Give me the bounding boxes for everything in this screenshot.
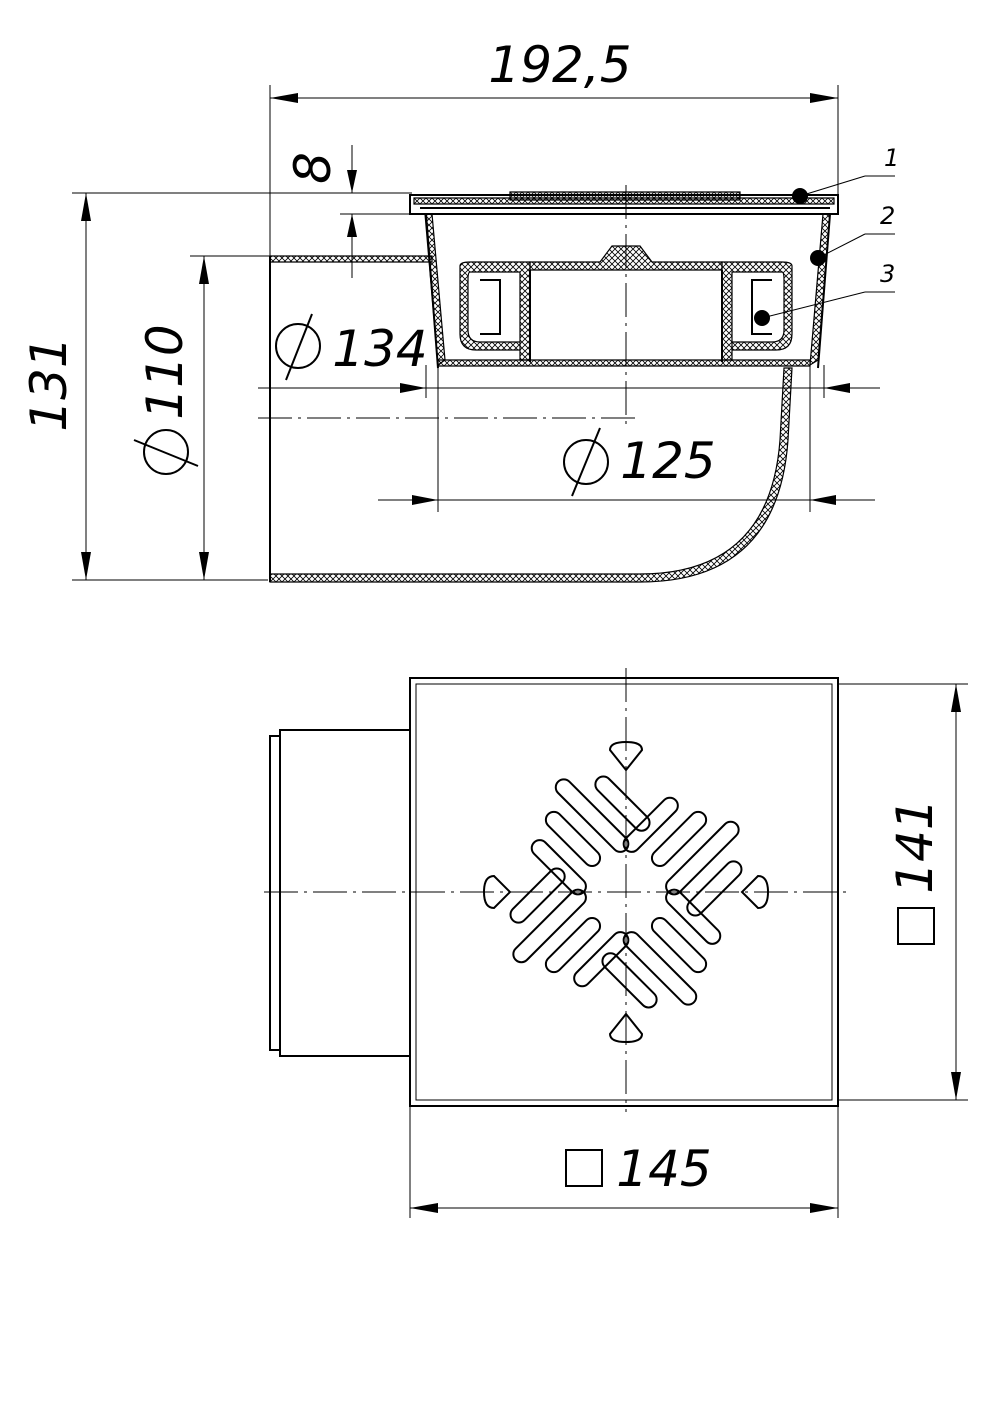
top-view: 141 145	[264, 668, 968, 1218]
dim-frame-lines	[838, 683, 968, 1101]
square-symbol-141	[897, 907, 935, 945]
dim-frame-size: 141	[886, 798, 944, 893]
square-symbol-145	[565, 1149, 603, 1187]
dim-outer-size: 145	[616, 1140, 711, 1198]
slots-bottom-left	[509, 867, 630, 988]
outlet-pipe-section	[269, 255, 793, 583]
center-lines	[258, 185, 640, 425]
dim-outer-lines	[409, 1106, 839, 1218]
dim-overall-length: 192,5	[488, 36, 631, 94]
slots-top-right	[622, 796, 743, 917]
trap-insert-section	[459, 245, 793, 362]
dim-trap-diameter: 125	[620, 432, 715, 490]
grate-section	[409, 191, 839, 215]
leader-dot-2	[810, 250, 826, 266]
diameter-symbol-110	[143, 429, 189, 475]
diameter-symbols	[133, 313, 609, 497]
leader-dot-3	[754, 310, 770, 326]
leader-label-3: 3	[880, 260, 895, 288]
dim-height: 131	[20, 336, 78, 431]
diameter-symbol-134	[275, 323, 321, 369]
dimension-lines	[81, 93, 870, 580]
body-section	[424, 213, 831, 369]
dim-outlet-diameter: 110	[136, 324, 194, 419]
leader-label-1: 1	[884, 144, 899, 172]
top-center-lines	[264, 668, 850, 1112]
tear-slots	[482, 740, 770, 1044]
leader-lines	[754, 175, 895, 326]
side-section-view: 192,5 8 131 110 134 125 1 2 3	[20, 36, 899, 583]
diameter-symbol-125	[563, 439, 609, 485]
dim-body-diameter: 134	[332, 320, 427, 378]
outlet-pipe-top	[269, 729, 410, 1057]
leader-dot-1	[792, 188, 808, 204]
dim-grate-offset: 8	[284, 152, 342, 184]
slots-bottom-right	[601, 888, 722, 1009]
grate-slots	[482, 740, 770, 1044]
slots-top-left	[530, 775, 651, 896]
leader-label-2: 2	[880, 202, 895, 230]
